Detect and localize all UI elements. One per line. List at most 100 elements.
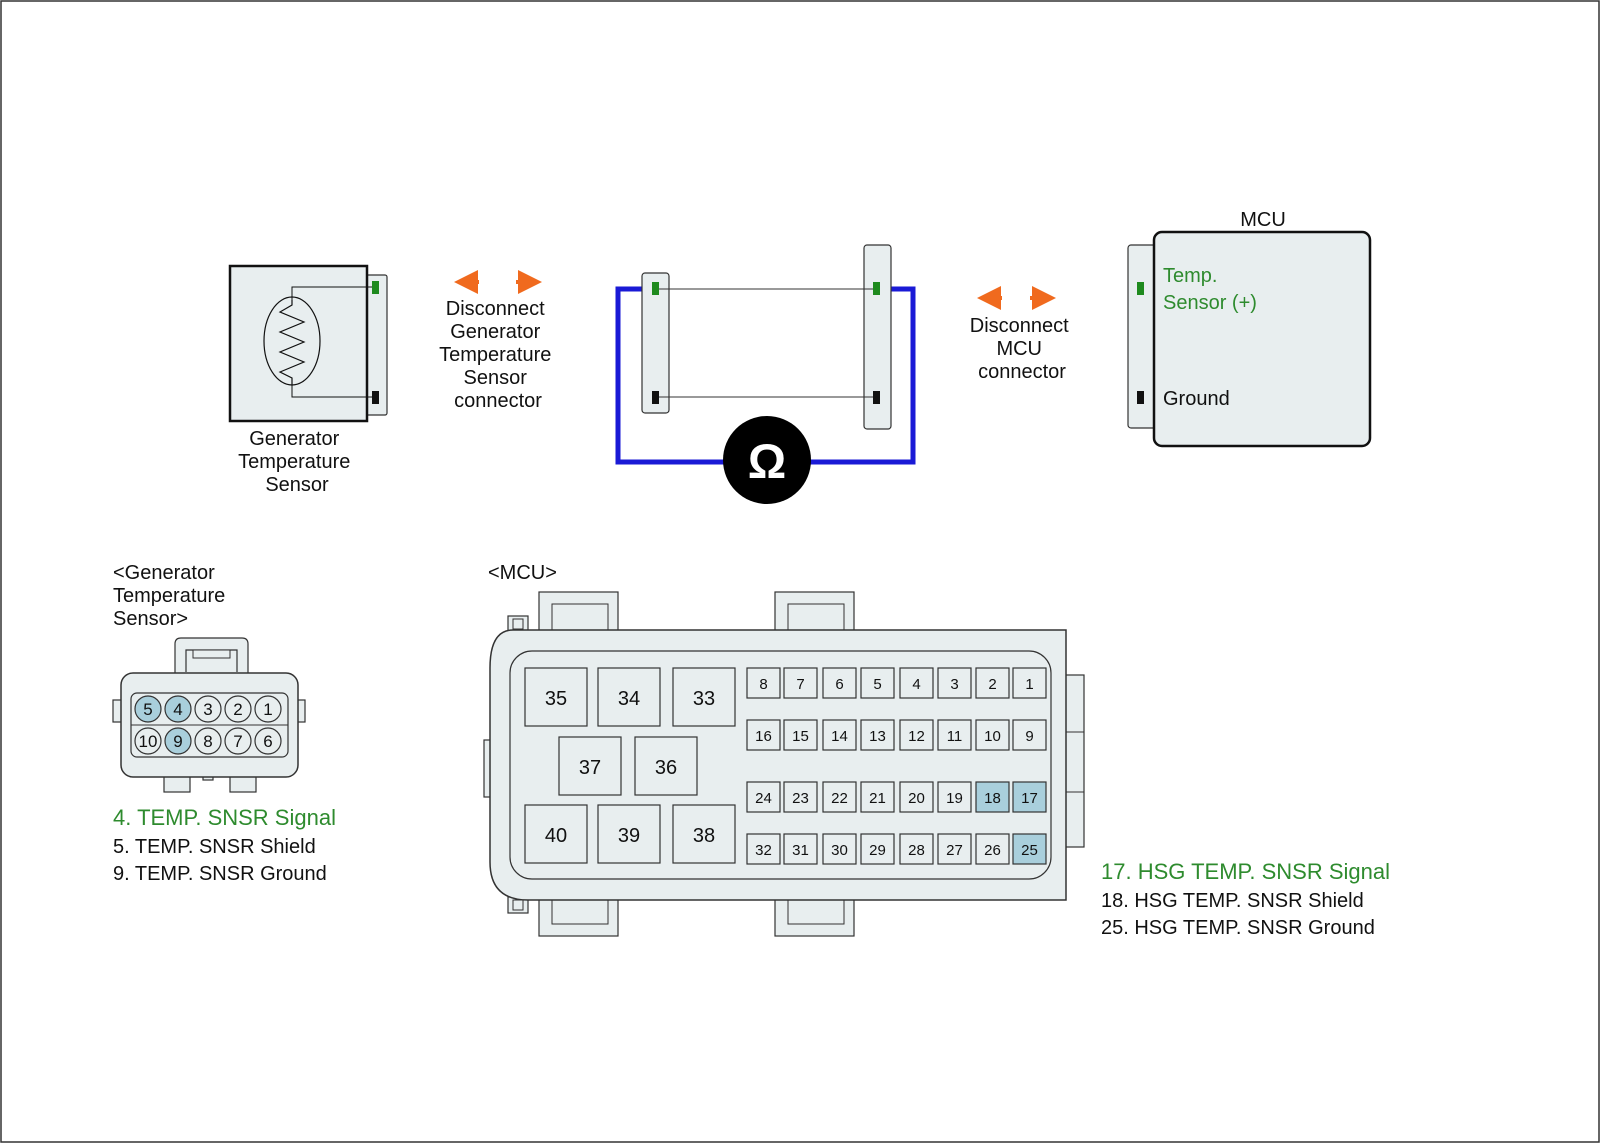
mcu-pin-label: 37 — [579, 757, 601, 779]
mcu-pin-36 — [634, 736, 698, 796]
sensor-pin-8 — [194, 727, 222, 755]
mcu-pin-10 — [975, 719, 1010, 751]
mcu-pin-legend: 17. HSG TEMP. SNSR Signal 18. HSG TEMP. S… — [1101, 859, 1390, 939]
mcu-pin-label: 27 — [946, 842, 963, 859]
mcu-pin-label: 32 — [755, 842, 772, 859]
mcu-pin-25 — [1012, 833, 1047, 865]
mcu-pin-label: 33 — [693, 688, 715, 710]
sensor-caption: Generator Temperature Sensor — [238, 428, 356, 496]
mcu-pin-31 — [783, 833, 818, 865]
mcu-pin-1 — [1012, 667, 1047, 699]
mcu-pin-40 — [524, 804, 588, 864]
sensor-pin-2 — [224, 695, 252, 723]
mcu-pin-16 — [746, 719, 781, 751]
mcu-pin-label: 16 — [755, 728, 772, 745]
mcu-pin-label: 5 — [873, 676, 881, 693]
mcu-pin-15 — [783, 719, 818, 751]
mcu-pin-label: 11 — [947, 728, 963, 745]
mcu-pin-34 — [597, 667, 661, 727]
mcu-legend-item: 25. HSG TEMP. SNSR Ground — [1101, 917, 1375, 939]
mcu-pin-label: 38 — [693, 825, 715, 847]
sensor-pin-label: 9 — [173, 732, 182, 751]
mcu-pin-label: 29 — [869, 842, 886, 859]
sensor-pin-label: 3 — [203, 700, 212, 719]
mcu-pin-label: 25 — [1021, 842, 1038, 859]
mcu-pin-38 — [672, 804, 736, 864]
sensor-connector-title: <Generator Temperature Sensor> — [113, 562, 231, 630]
mcu-pin-23 — [783, 781, 818, 813]
sensor-pin-label: 2 — [233, 700, 242, 719]
sensor-pin-signal — [372, 281, 379, 294]
sensor-pin-10 — [134, 727, 162, 755]
mcu-pin-label: 36 — [655, 757, 677, 779]
mcu-pin-9 — [1012, 719, 1047, 751]
mcu-legend-item: 17. HSG TEMP. SNSR Signal — [1101, 859, 1390, 884]
mcu-pin-label: 40 — [545, 825, 567, 847]
sensor-legend-item: 5. TEMP. SNSR Shield — [113, 836, 316, 858]
mcu-pin-label: 14 — [831, 728, 848, 745]
mcu-pin-27 — [937, 833, 972, 865]
mcu-pin-label: 31 — [792, 842, 809, 859]
sensor-pin-1 — [254, 695, 282, 723]
mcu-pin-label: 3 — [950, 676, 958, 693]
sensor-legend-item: 9. TEMP. SNSR Ground — [113, 863, 327, 885]
mcu-pin-label: 22 — [831, 790, 848, 807]
sensor-pin-6 — [254, 727, 282, 755]
sensor-pin-3 — [194, 695, 222, 723]
mcu-pin-label: 15 — [792, 728, 809, 745]
sensor-pin-4 — [164, 695, 192, 723]
mcu-pin-label: 34 — [618, 688, 640, 710]
mcu-pin-11 — [937, 719, 972, 751]
mcu-pin-label: 18 — [984, 790, 1001, 807]
sensor-pin-ground — [372, 391, 379, 404]
mcu-pin-14 — [822, 719, 857, 751]
mcu-pin-label: 4 — [912, 676, 920, 693]
mcu-pin-22 — [822, 781, 857, 813]
mcu-pin-7 — [783, 667, 818, 699]
mcu-pin-4 — [899, 667, 934, 699]
mcu-pin-signal — [1137, 282, 1144, 295]
mcu-pin-label: 19 — [946, 790, 963, 807]
mcu-pin-18 — [975, 781, 1010, 813]
mcu-pin-label: 28 — [908, 842, 925, 859]
mcu-legend-item: 18. HSG TEMP. SNSR Shield — [1101, 890, 1364, 912]
mcu-pin-label: 35 — [545, 688, 567, 710]
sensor-pin-legend: 4. TEMP. SNSR Signal 5. TEMP. SNSR Shield… — [113, 805, 336, 885]
mcu-pin-8 — [746, 667, 781, 699]
mcu-pin-label: 20 — [908, 790, 925, 807]
mcu-pin-label: 26 — [984, 842, 1001, 859]
mcu-pin-19 — [937, 781, 972, 813]
mcu-pin-label: 8 — [759, 676, 767, 693]
sensor-pin-9 — [164, 727, 192, 755]
ohm-symbol: Ω — [748, 436, 786, 489]
sensor-pin-label: 10 — [139, 732, 158, 751]
wiring-harness: Ω — [615, 244, 916, 504]
meter-lead-right — [810, 286, 916, 465]
sensor-pin-label: 6 — [263, 732, 272, 751]
sensor-pin-label: 1 — [263, 700, 272, 719]
sensor-pin-7 — [224, 727, 252, 755]
sensor-pin-5 — [134, 695, 162, 723]
mcu-pin-label: 13 — [869, 728, 886, 745]
mcu-pin-label: 7 — [796, 676, 804, 693]
mcu-pin-label: 30 — [831, 842, 848, 859]
mcu-pin-37 — [558, 736, 622, 796]
sensor-legend-item: 4. TEMP. SNSR Signal — [113, 805, 336, 830]
mcu-ground-label: Ground — [1163, 388, 1230, 410]
mcu-pin-label: 10 — [984, 728, 1001, 745]
mcu-pin-label: 2 — [988, 676, 996, 693]
mcu-pin-label: 23 — [792, 790, 809, 807]
disconnect-mcu-label: Disconnect MCU connector — [970, 315, 1075, 383]
sensor-pin-label: 5 — [143, 700, 152, 719]
sensor-pin-label: 7 — [233, 732, 242, 751]
mcu-pin-ground — [1137, 391, 1144, 404]
mcu-pin-20 — [899, 781, 934, 813]
mcu-pin-label: 21 — [869, 790, 886, 807]
mcu-pin-label: 39 — [618, 825, 640, 847]
mcu-pin-6 — [822, 667, 857, 699]
mcu-pin-29 — [860, 833, 895, 865]
